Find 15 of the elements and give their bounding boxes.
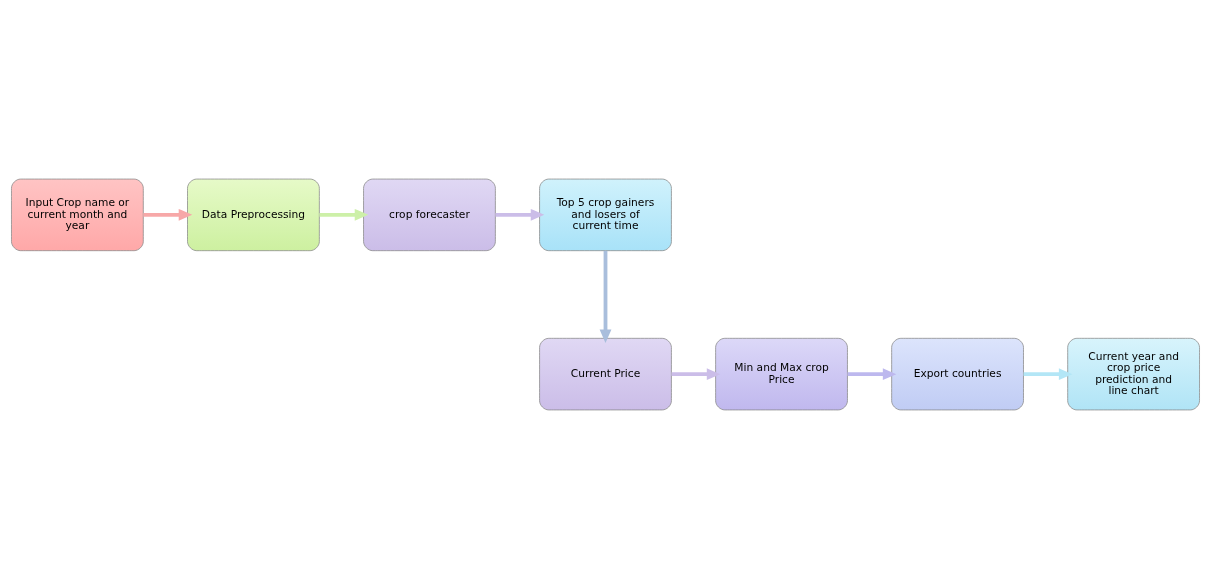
node-box: Top 5 crop gainers and losers of current time bbox=[539, 178, 672, 251]
node-box: Current year and crop price prediction and line chart bbox=[1067, 337, 1200, 410]
arrow bbox=[1023, 367, 1073, 380]
arrow bbox=[599, 250, 612, 343]
node-box: Export countries bbox=[891, 337, 1024, 410]
arrow bbox=[847, 367, 897, 380]
arrow bbox=[143, 208, 193, 221]
node-box: crop forecaster bbox=[363, 178, 496, 251]
arrow bbox=[671, 367, 721, 380]
node-box: Data Preprocessing bbox=[187, 178, 320, 251]
node-box: Input Crop name or current month and year bbox=[11, 178, 144, 251]
node-box: Current Price bbox=[539, 337, 672, 410]
arrow bbox=[319, 208, 369, 221]
node-box: Min and Max crop Price bbox=[715, 337, 848, 410]
arrow bbox=[495, 208, 545, 221]
